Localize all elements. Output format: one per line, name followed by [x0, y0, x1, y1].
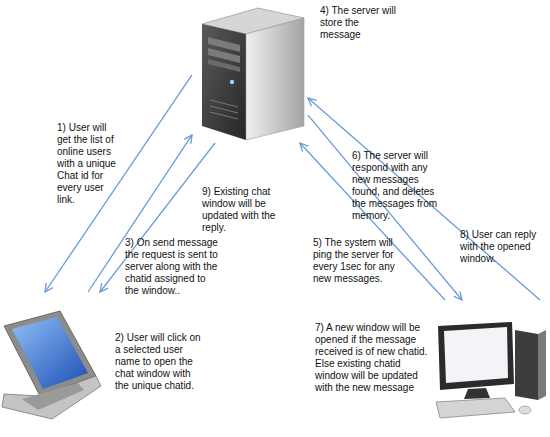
monitor-screen [444, 327, 508, 383]
message-arrow [308, 98, 540, 300]
desktop-illustration [436, 322, 546, 418]
step-label: 5) The system will ping the server for e… [313, 237, 409, 285]
vent-line [210, 106, 238, 113]
server-illustration [202, 8, 304, 140]
message-arrow [308, 115, 462, 300]
tower-side [538, 330, 546, 400]
server-side [246, 18, 304, 140]
step-label: 1) User will get the list of online user… [57, 122, 123, 206]
laptop-illustration [2, 311, 101, 419]
vent-line [210, 100, 238, 107]
desktop-node: 7) A new window will be opened if the me… [428, 300, 548, 425]
server-front [202, 24, 246, 140]
monitor-frame [438, 322, 514, 390]
server-node: 4) The server will store the message [192, 8, 308, 143]
laptop-base [2, 376, 101, 419]
laptop-keyboard [22, 383, 84, 410]
step-label: 6) The server will respond with any new … [352, 150, 442, 222]
laptop-screen [12, 317, 88, 389]
step-note: 2) User will click on a selected user na… [115, 332, 207, 392]
drive-bay [208, 59, 240, 72]
message-arrow [300, 143, 445, 300]
mouse [519, 406, 531, 414]
step-label: 8) User can reply with the opened window… [460, 229, 548, 265]
tower-front [515, 330, 538, 400]
step-label: 9) Existing chat window will be updated … [202, 186, 288, 234]
laptop-node: 2) User will click on a selected user na… [0, 292, 108, 422]
keyboard [436, 398, 515, 418]
vent-line [210, 112, 238, 119]
monitor-stand [464, 388, 490, 399]
step-note: 4) The server will store the message [320, 5, 400, 41]
step-label: 3) On send message the request is sent t… [125, 237, 221, 297]
power-button [230, 80, 234, 84]
step-note: 7) A new window will be opened if the me… [315, 322, 435, 394]
